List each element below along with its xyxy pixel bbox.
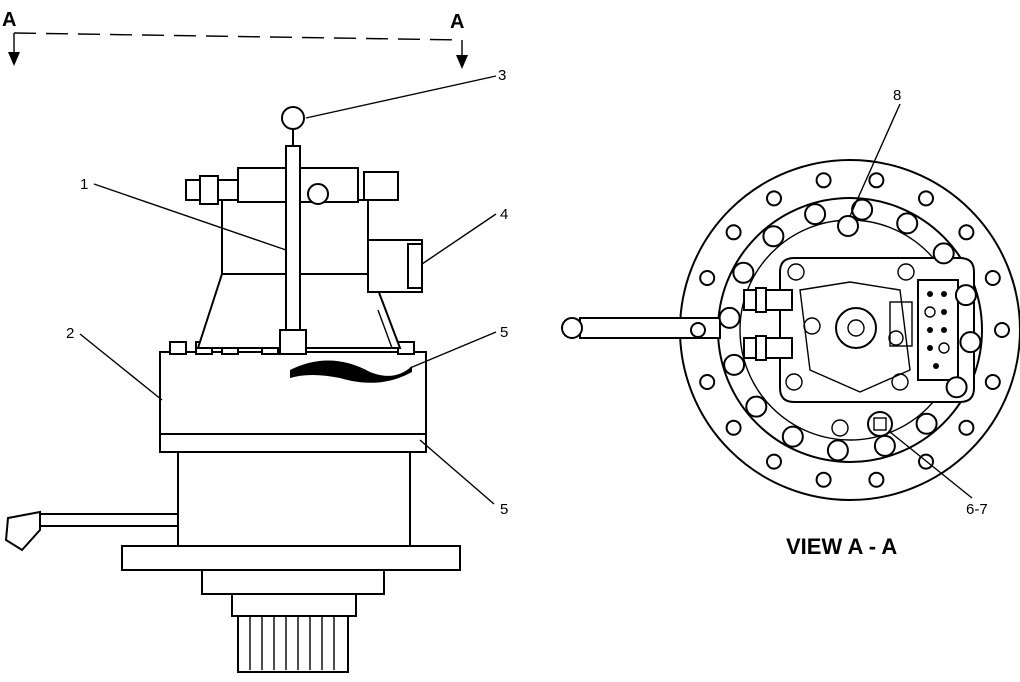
ring-bolt — [851, 198, 874, 221]
callout-2: 2 — [66, 325, 74, 342]
callout-6-7: 6-7 — [966, 501, 988, 518]
section-label-left: A — [2, 9, 16, 31]
ring-bolt — [781, 425, 804, 448]
flange-bolt-hole — [994, 322, 1010, 338]
flange-bolt-hole — [958, 224, 975, 241]
outer-bolt-holes — [690, 172, 1010, 488]
dipstick-tube — [285, 145, 301, 337]
flange-bolt-hole — [984, 270, 1001, 286]
flange-bolt-hole — [868, 172, 885, 189]
callout-5-upper: 5 — [500, 324, 508, 341]
top-view — [561, 159, 1020, 501]
callout-4: 4 — [500, 206, 508, 223]
ring-bolt — [762, 225, 785, 248]
top-hose-fittings — [743, 287, 793, 361]
side-view-assembly — [4, 106, 461, 673]
plug-6-7 — [867, 411, 893, 437]
ring-bolt — [804, 203, 827, 226]
section-label-right: A — [450, 11, 464, 33]
bearing-housing — [201, 569, 385, 595]
flange-bolt-hole — [690, 322, 706, 338]
section-arrow-right — [456, 55, 468, 69]
ring-bolt — [959, 331, 982, 354]
ring-bolt — [896, 212, 919, 235]
flange-bolt-hole — [815, 172, 832, 189]
hose-fitting-right — [363, 171, 399, 201]
flange-bolt-hole — [918, 190, 934, 207]
ring-bolt — [954, 284, 977, 307]
ring-bolt — [915, 412, 938, 435]
callout-3: 3 — [498, 67, 506, 84]
callout-1: 1 — [80, 176, 88, 193]
cutaway-section — [290, 360, 412, 383]
ring-bolt — [745, 395, 768, 418]
side-view-callouts: 1 2 3 4 5 5 — [66, 67, 508, 518]
ring-bolt — [932, 242, 955, 265]
shaft-collar — [231, 591, 357, 617]
top-view-drain-tube — [561, 317, 721, 339]
ring-bolt — [873, 434, 896, 457]
flange-bolt-hole — [984, 374, 1001, 390]
flange-bolt-hole — [766, 190, 782, 207]
ring-bolt — [945, 376, 968, 399]
ring-bolt — [826, 439, 849, 462]
mounting-flange — [121, 545, 461, 571]
inner-bolt-circle — [718, 198, 982, 462]
lower-housing — [177, 451, 411, 547]
flange-bolt-hole — [958, 419, 975, 436]
view-caption: VIEW A - A — [786, 534, 897, 559]
flange-bolt-hole — [868, 471, 885, 488]
drain-tube — [4, 510, 179, 552]
top-valve-block — [917, 279, 959, 381]
plug-8 — [837, 215, 859, 237]
dipstick-ring — [281, 106, 305, 130]
flange-bolt-hole — [725, 419, 742, 436]
flange-bolt-hole — [815, 471, 832, 488]
top-view-callouts: 8 6-7 — [849, 87, 988, 518]
center-boss — [835, 307, 877, 349]
ring-bolt — [718, 306, 741, 329]
flange-bolt-hole — [725, 224, 742, 241]
section-arrow-left — [8, 52, 20, 66]
ring-bolt — [723, 353, 746, 376]
ring-bolt — [732, 261, 755, 284]
flange-bolt-hole — [699, 374, 716, 390]
flange-bolt-hole — [766, 453, 782, 470]
callout-5-lower: 5 — [500, 501, 508, 518]
pinion-gear — [237, 613, 349, 673]
flange-bolt-hole — [699, 270, 716, 286]
ring-gear-housing — [159, 351, 427, 435]
callout-8: 8 — [893, 87, 901, 104]
section-line: A A — [2, 9, 468, 69]
